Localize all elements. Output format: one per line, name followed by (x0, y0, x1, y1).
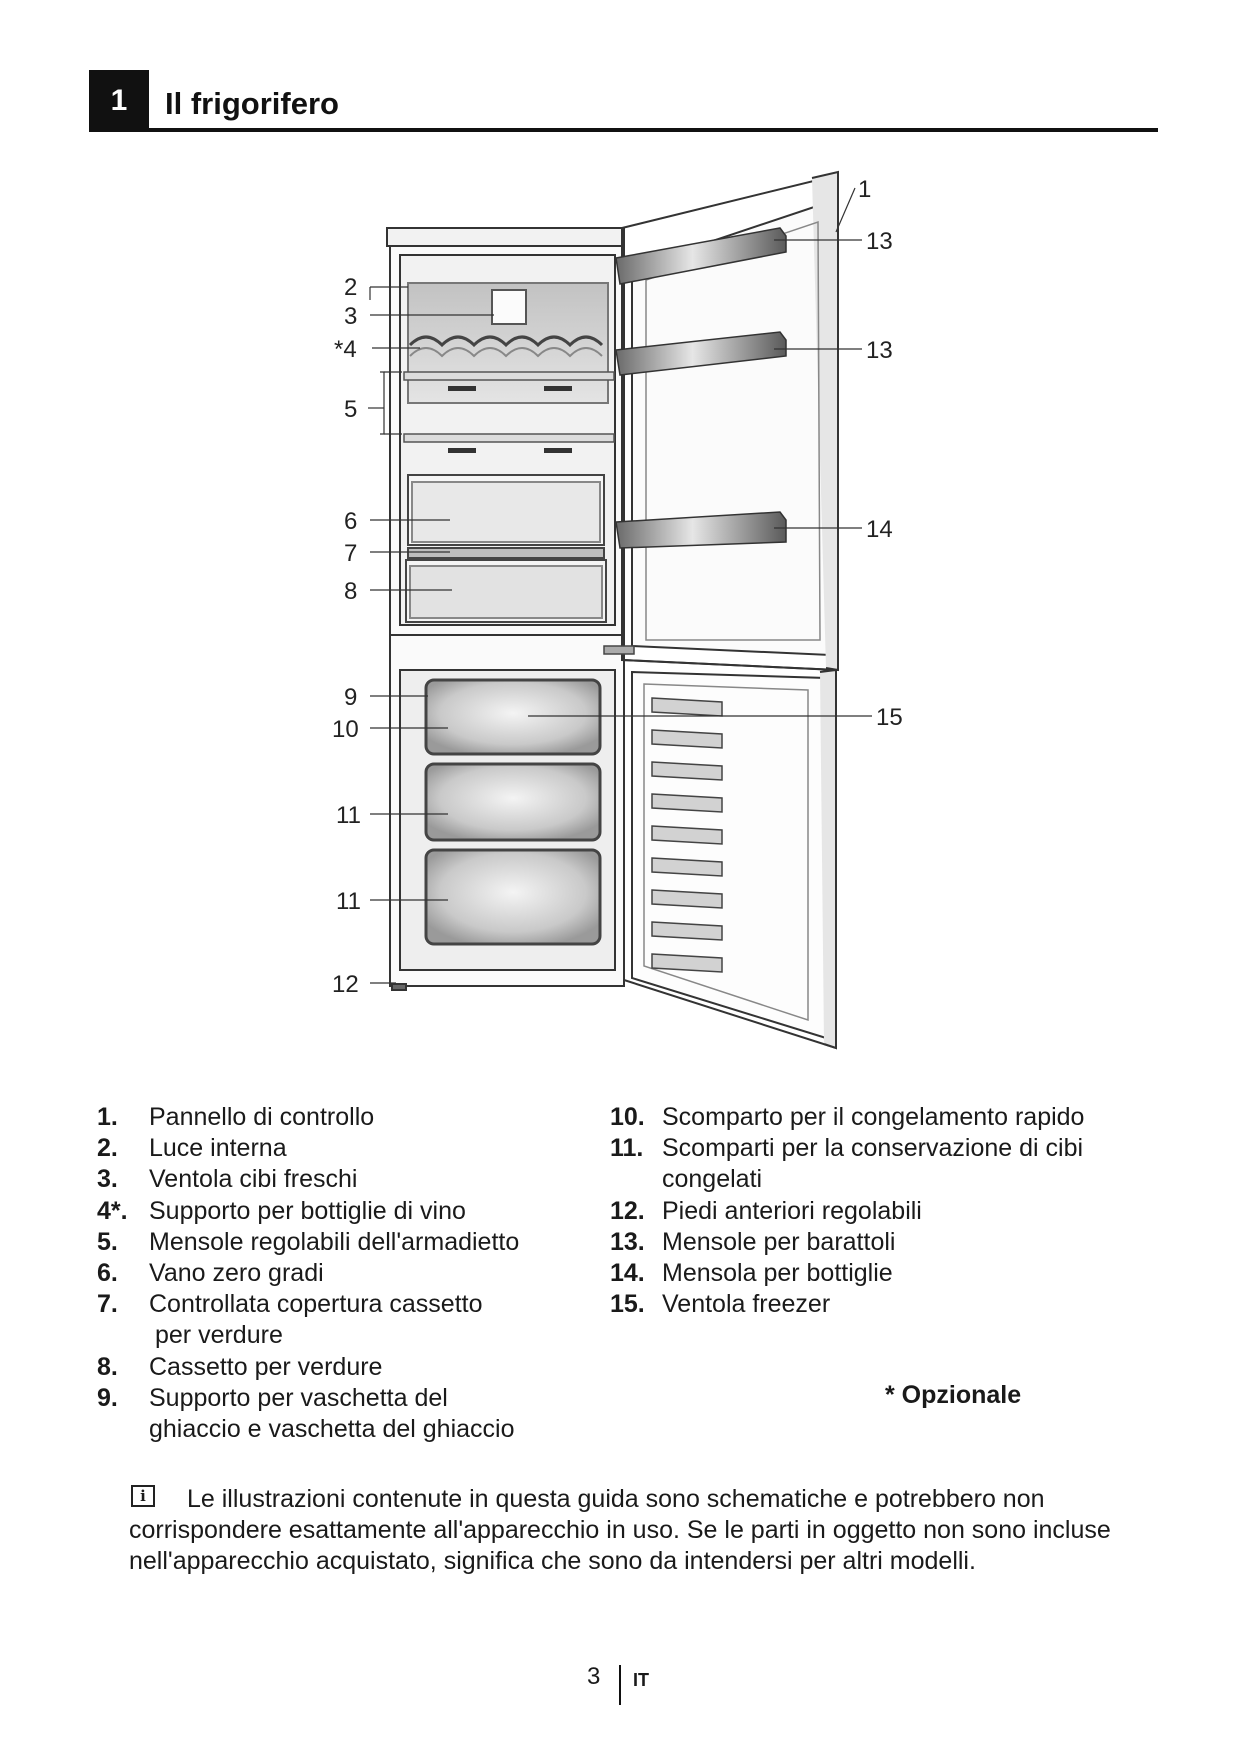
legend-item-1: 1.Pannello di controllo (97, 1103, 375, 1131)
legend-item-7: 7.Controllata copertura cassetto (97, 1290, 483, 1319)
label-15: 15 (876, 704, 903, 731)
label-7: 7 (344, 540, 357, 567)
label-3: 3 (344, 303, 357, 330)
legend-item-13: 13.Mensole per barattoli (610, 1227, 896, 1256)
legend-item-11-cont: congelati (662, 1165, 763, 1194)
label-4: *4 (334, 336, 357, 363)
label-5: 5 (344, 396, 357, 423)
door-balconies (615, 227, 787, 549)
info-icon: i (131, 1485, 155, 1507)
label-1: 1 (858, 176, 871, 203)
label-14: 14 (866, 516, 893, 543)
page-number: 3 (587, 1663, 601, 1690)
label-8: 8 (344, 578, 357, 605)
legend-left: 1.Pannello di controllo 2.Luce interna 3… (97, 1102, 567, 1445)
legend-item-14: 14.Mensola per bottiglie (610, 1259, 893, 1288)
label-12: 12 (332, 971, 359, 998)
legend-right: 10.Scomparto per il congelamento rapido … (610, 1102, 1170, 1320)
fridge-fan (491, 289, 527, 325)
section-number: 1 (89, 70, 149, 132)
section-title: Il frigorifero (165, 86, 339, 121)
shelves (403, 371, 615, 453)
label-13-upper: 13 (866, 228, 893, 255)
legend-item-2: 2.Luce interna (97, 1134, 287, 1163)
title-rule (89, 128, 1158, 132)
legend-item-3: 3.Ventola cibi freschi (97, 1165, 358, 1194)
legend-item-8: 8.Cassetto per verdure (97, 1352, 383, 1381)
freezer-drawers (424, 678, 602, 946)
crisper-area (405, 474, 607, 623)
hinge (603, 645, 635, 655)
language-code: IT (633, 1670, 649, 1690)
label-9: 9 (344, 684, 357, 711)
legend-item-9: 9.Supporto per vaschetta del (97, 1383, 448, 1412)
legend-item-15: 15.Ventola freezer (610, 1290, 831, 1319)
legend-item-9-cont: ghiaccio e vaschetta del ghiaccio (149, 1415, 515, 1444)
info-note: Le illustrazioni contenute in questa gui… (129, 1484, 1129, 1577)
lower-door (623, 658, 837, 1050)
wine-rack (408, 335, 604, 348)
legend-item-12: 12.Piedi anteriori regolabili (610, 1196, 922, 1225)
legend-item-4: 4*.Supporto per bottiglie di vino (97, 1196, 466, 1225)
label-2: 2 (344, 274, 357, 301)
legend-item-5: 5.Mensole regolabili dell'armadietto (97, 1227, 520, 1256)
legend-item-7-cont: per verdure (155, 1321, 283, 1350)
optional-note: * Opzionale (885, 1381, 1022, 1409)
info-note-text: Le illustrazioni contenute in questa gui… (129, 1485, 1111, 1575)
footer-separator (619, 1665, 621, 1705)
leader-lines (368, 187, 872, 984)
label-6: 6 (344, 508, 357, 535)
legend-item-11: 11.Scomparti per la conservazione di cib… (610, 1134, 1084, 1163)
legend-item-6: 6.Vano zero gradi (97, 1259, 324, 1288)
label-11-lower: 11 (336, 888, 361, 915)
label-13-lower: 13 (866, 337, 893, 364)
freezer-fan-vents (651, 697, 723, 973)
label-10: 10 (332, 716, 359, 743)
legend-item-10: 10.Scomparto per il congelamento rapido (610, 1103, 1085, 1131)
label-11-upper: 11 (336, 802, 361, 829)
fridge-diagram: 1 13 13 14 15 2 3 *4 5 6 7 8 9 10 11 11 … (332, 170, 903, 1050)
